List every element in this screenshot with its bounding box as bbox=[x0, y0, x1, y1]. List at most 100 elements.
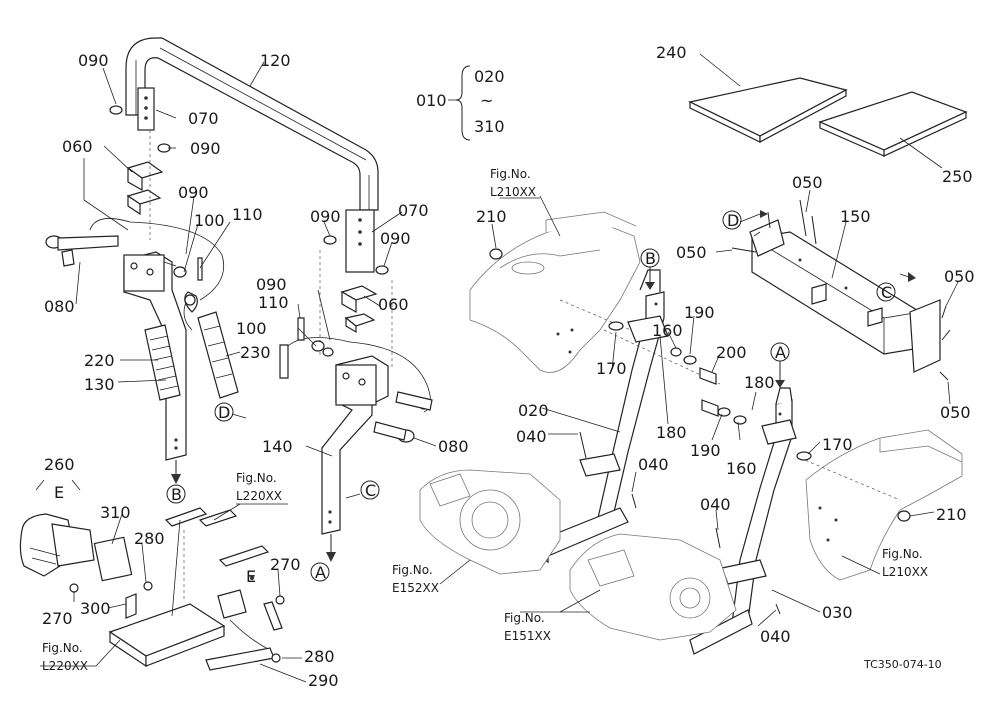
label-090: 090 bbox=[256, 275, 287, 294]
label-040: 040 bbox=[516, 427, 547, 446]
fig-ref-label: Fig.No. bbox=[42, 641, 83, 655]
label-040: 040 bbox=[760, 627, 791, 646]
label-090: 090 bbox=[178, 183, 209, 202]
plates-240-250 bbox=[688, 77, 968, 157]
callout-b: B bbox=[171, 485, 182, 504]
label-020: 020 bbox=[518, 401, 549, 420]
chassis-right-ghost bbox=[799, 429, 963, 581]
callout-e: E bbox=[246, 567, 256, 586]
label-020: 020 bbox=[474, 67, 505, 86]
label-110: 110 bbox=[232, 205, 263, 224]
label-130: 130 bbox=[84, 375, 115, 394]
leader-lines bbox=[40, 53, 959, 683]
label-070: 070 bbox=[398, 201, 429, 220]
label-tilde: ~ bbox=[480, 91, 493, 110]
right-post-140 bbox=[279, 317, 433, 562]
label-110: 110 bbox=[258, 293, 289, 312]
label-310: 310 bbox=[100, 503, 131, 522]
fig-ref-code: L220XX bbox=[236, 489, 282, 503]
label-060: 060 bbox=[378, 295, 409, 314]
label-010: 010 bbox=[416, 91, 447, 110]
label-080: 080 bbox=[438, 437, 469, 456]
callout-d: D bbox=[727, 211, 739, 230]
label-040: 040 bbox=[700, 495, 731, 514]
label-200: 200 bbox=[716, 343, 747, 362]
housing-e152 bbox=[419, 469, 561, 575]
fig-ref-code: L210XX bbox=[490, 185, 536, 199]
callout-a: A bbox=[775, 343, 786, 362]
housing-e151 bbox=[569, 533, 737, 641]
label-280: 280 bbox=[304, 647, 335, 666]
cross-beam-150 bbox=[731, 199, 951, 381]
label-280: 280 bbox=[134, 529, 165, 548]
seatbelt-buckle-260 bbox=[19, 479, 133, 582]
label-190: 190 bbox=[690, 441, 721, 460]
label-100: 100 bbox=[236, 319, 267, 338]
label-260: 260 bbox=[44, 455, 75, 474]
label-160: 160 bbox=[726, 459, 757, 478]
fig-ref-label: Fig.No. bbox=[504, 611, 545, 625]
drawing-code: TC350-074-10 bbox=[863, 658, 942, 671]
fig-ref-label: Fig.No. bbox=[236, 471, 277, 485]
label-180: 180 bbox=[656, 423, 687, 442]
label-190: 190 bbox=[684, 303, 715, 322]
label-050: 050 bbox=[944, 267, 975, 286]
label-120: 120 bbox=[260, 51, 291, 70]
label-140: 140 bbox=[262, 437, 293, 456]
left-hardware bbox=[83, 105, 171, 240]
label-240: 240 bbox=[656, 43, 687, 62]
callout-circles bbox=[166, 210, 896, 582]
label-310: 310 bbox=[474, 117, 505, 136]
callout-letters: D B A C D C B A E E bbox=[54, 211, 892, 586]
label-270: 270 bbox=[42, 609, 73, 628]
label-090: 090 bbox=[190, 139, 221, 158]
label-050: 050 bbox=[940, 403, 971, 422]
bracket-020 bbox=[489, 248, 721, 564]
label-150: 150 bbox=[840, 207, 871, 226]
label-220: 220 bbox=[84, 351, 115, 370]
frame-120 bbox=[125, 37, 379, 273]
label-270: 270 bbox=[270, 555, 301, 574]
label-090: 090 bbox=[310, 207, 341, 226]
fig-ref-label: Fig.No. bbox=[392, 563, 433, 577]
label-170: 170 bbox=[822, 435, 853, 454]
label-050: 050 bbox=[792, 173, 823, 192]
label-250: 250 bbox=[942, 167, 973, 186]
label-050: 050 bbox=[676, 243, 707, 262]
callout-b: B bbox=[645, 249, 656, 268]
left-pin-080 bbox=[45, 218, 225, 331]
range-bracket bbox=[448, 65, 471, 141]
label-290: 290 bbox=[308, 671, 339, 690]
fig-ref-code: E151XX bbox=[504, 629, 551, 643]
figure-references: Fig.No. L210XX Fig.No. L220XX Fig.No. E1… bbox=[42, 167, 928, 673]
label-070: 070 bbox=[188, 109, 219, 128]
label-230: 230 bbox=[240, 343, 271, 362]
label-040: 040 bbox=[638, 455, 669, 474]
label-300: 300 bbox=[80, 599, 111, 618]
right-hardware bbox=[319, 235, 393, 370]
label-180: 180 bbox=[744, 373, 775, 392]
grip-pad-220 bbox=[149, 335, 179, 391]
label-080: 080 bbox=[44, 297, 75, 316]
label-090: 090 bbox=[380, 229, 411, 248]
part-labels: 090 120 070 060 090 090 100 110 080 220 … bbox=[42, 43, 975, 690]
callout-c: C bbox=[365, 481, 376, 500]
callout-a: A bbox=[315, 563, 326, 582]
label-090: 090 bbox=[78, 51, 109, 70]
left-post-130 bbox=[123, 251, 239, 484]
label-100: 100 bbox=[194, 211, 225, 230]
label-160: 160 bbox=[652, 321, 683, 340]
label-060: 060 bbox=[62, 137, 93, 156]
fig-ref-code: L220XX bbox=[42, 659, 88, 673]
label-210: 210 bbox=[936, 505, 967, 524]
fig-ref-code: L210XX bbox=[882, 565, 928, 579]
callout-e: E bbox=[54, 483, 64, 502]
fig-ref-label: Fig.No. bbox=[882, 547, 923, 561]
label-030: 030 bbox=[822, 603, 853, 622]
fig-ref-code: E152XX bbox=[392, 581, 439, 595]
callout-d: D bbox=[218, 403, 230, 422]
chassis-left-ghost bbox=[469, 211, 641, 373]
callout-c: C bbox=[881, 283, 892, 302]
